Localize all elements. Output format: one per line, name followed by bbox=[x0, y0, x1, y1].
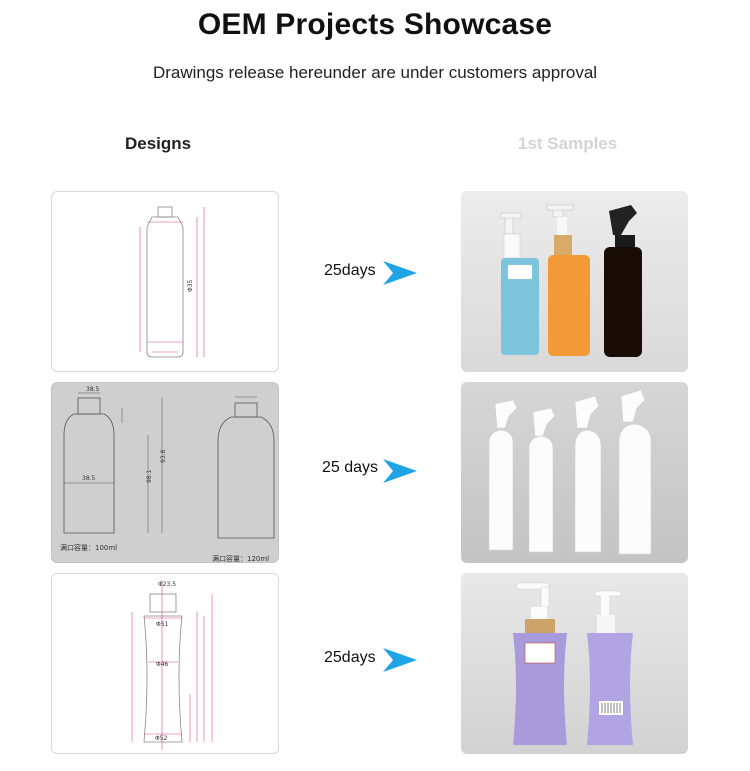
design-drawing-3: Φ23.5 Φ51 Φ46 Φ52 bbox=[51, 573, 279, 754]
arrow-right-icon bbox=[383, 261, 417, 285]
designs-column-heading: Designs bbox=[125, 134, 192, 153]
lead-time-label-1: 25days bbox=[324, 262, 376, 279]
svg-text:Φ51: Φ51 bbox=[156, 621, 169, 628]
drawing-caption-left: 满口容量：100ml bbox=[60, 543, 117, 552]
svg-text:38.5: 38.5 bbox=[86, 386, 100, 393]
design-drawing-2: 38.5 38.5 93.8 98.1 满口容量：100ml 满口容量：120m… bbox=[51, 382, 279, 563]
lead-time-label-2: 25 days bbox=[322, 459, 379, 476]
page-subtitle: Drawings release hereunder are under cus… bbox=[152, 63, 598, 82]
sample-photo-3 bbox=[461, 573, 688, 754]
svg-text:Φ46: Φ46 bbox=[156, 661, 169, 668]
design-drawing-1: Φ35 bbox=[51, 191, 279, 372]
samples-column-heading: 1st Samples bbox=[518, 134, 618, 153]
page-title: OEM Projects Showcase bbox=[197, 8, 553, 41]
lead-time-label-3: 25days bbox=[324, 649, 376, 666]
svg-text:Φ52: Φ52 bbox=[155, 735, 168, 742]
arrow-right-icon bbox=[383, 648, 417, 672]
svg-text:Φ35: Φ35 bbox=[187, 279, 194, 292]
sample-photo-1 bbox=[461, 191, 688, 372]
arrow-right-icon bbox=[383, 459, 417, 483]
svg-text:38.5: 38.5 bbox=[82, 475, 96, 482]
svg-text:98.1: 98.1 bbox=[146, 469, 153, 483]
svg-text:Φ23.5: Φ23.5 bbox=[158, 581, 176, 588]
drawing-caption-right: 满口容量：120ml bbox=[212, 554, 269, 563]
svg-text:93.8: 93.8 bbox=[160, 449, 167, 463]
sample-photo-2 bbox=[461, 382, 688, 563]
